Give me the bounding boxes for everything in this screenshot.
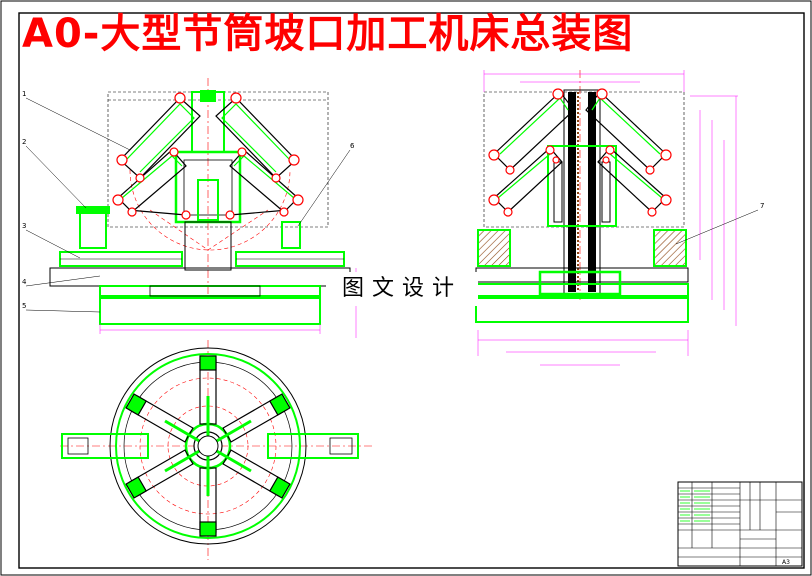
- leader-number-4: 4: [22, 278, 27, 286]
- front-view: [49, 78, 357, 338]
- leader-lines-front: [25, 97, 351, 313]
- leader-number-5: 5: [22, 302, 26, 310]
- leader-number-6: 6: [350, 142, 355, 150]
- drawing-title: A0-大型节筒坡口加工机床总装图: [22, 11, 634, 57]
- leader-line-7: [675, 209, 759, 245]
- leader-number-1: 1: [22, 90, 26, 98]
- top-view: [60, 340, 372, 560]
- sheet-size-label: A3: [782, 559, 790, 566]
- leader-number-7: 7: [760, 202, 764, 210]
- drawing-frame: [18, 12, 805, 569]
- leader-number-2: 2: [22, 138, 26, 146]
- watermark-label: 图文设计: [326, 272, 478, 306]
- side-view: [475, 70, 738, 366]
- title-block: [677, 481, 803, 567]
- leader-number-3: 3: [22, 222, 26, 230]
